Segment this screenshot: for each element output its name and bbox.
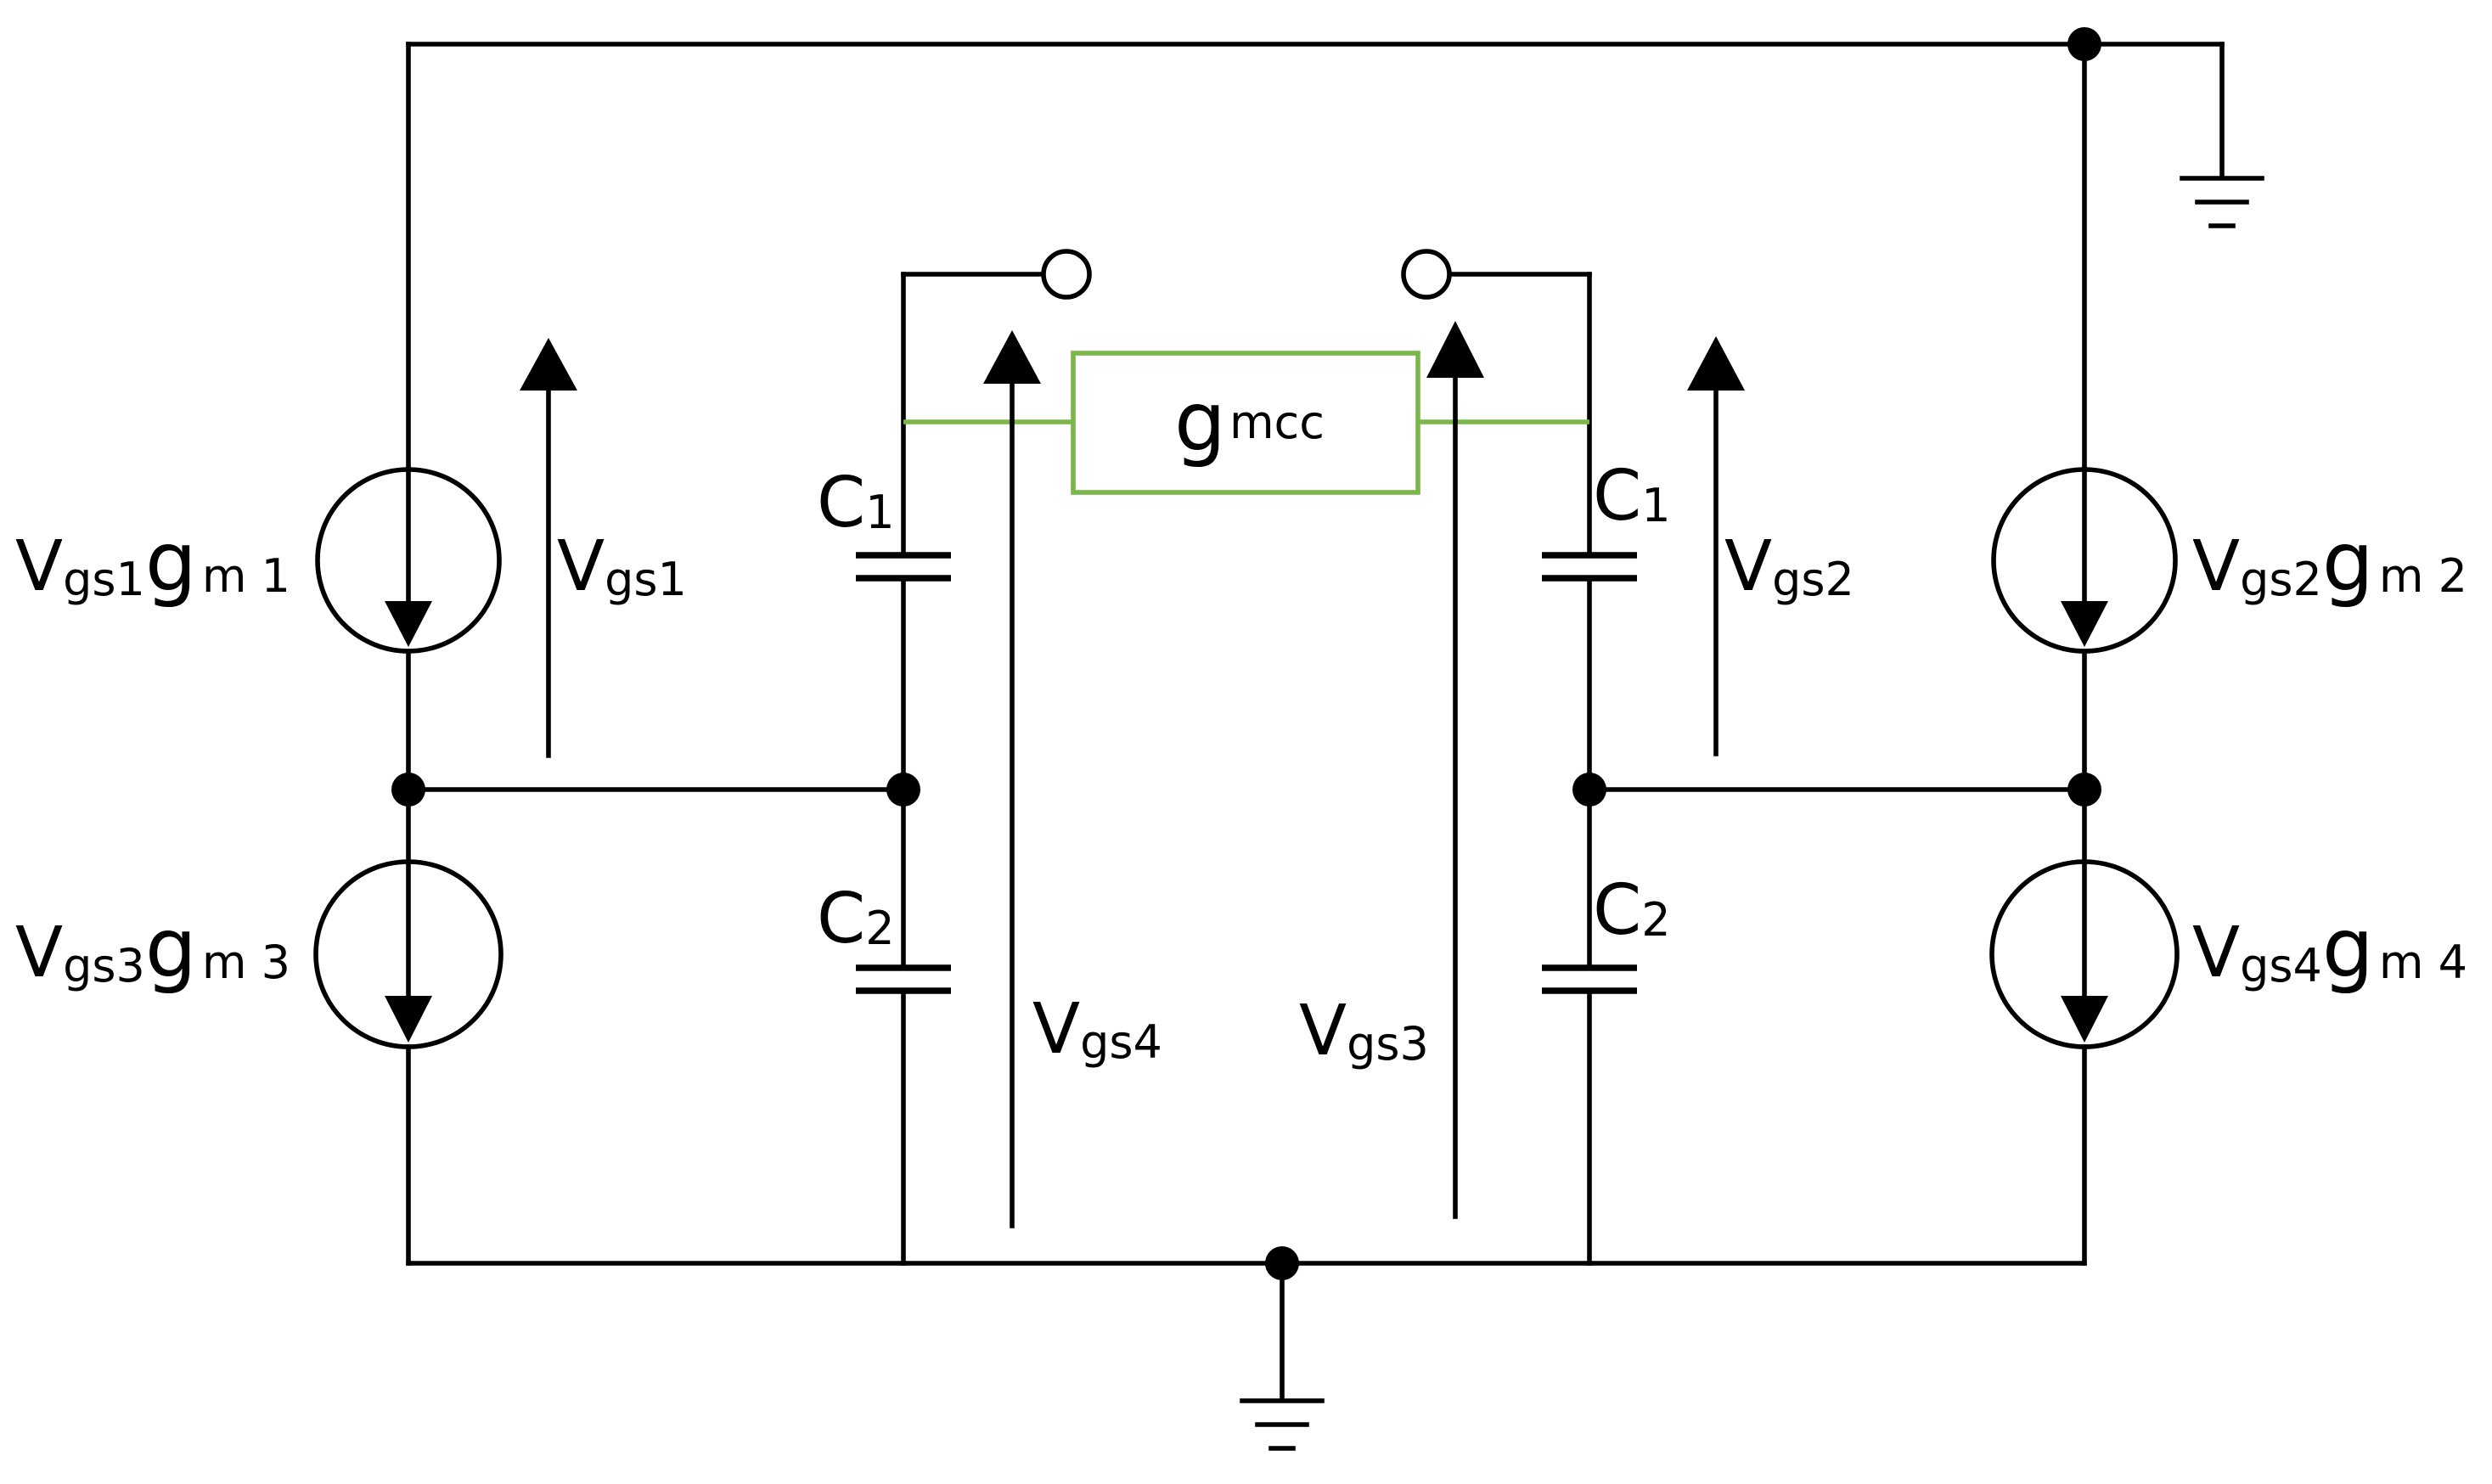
label-vgs1: Vgs1: [557, 526, 687, 607]
current-source-2: [1991, 466, 2178, 654]
label-c1-right: C1: [1593, 456, 1671, 537]
wiring: [406, 42, 2225, 1402]
current-source-4: [1989, 859, 2180, 1049]
junction-node: [2067, 773, 2101, 807]
open-terminal-icon: [1041, 249, 1092, 300]
junction-node: [391, 773, 425, 807]
gmcc-element: gmcc: [903, 351, 1589, 495]
junction-nodes: [391, 27, 2101, 1280]
junction-node: [2067, 27, 2101, 61]
arrow-down-icon: [385, 996, 432, 1043]
voltage-arrow-vgs4: [983, 330, 1041, 1228]
label-c2-right: C2: [1593, 870, 1671, 951]
open-terminal-icon: [1401, 249, 1452, 300]
gmcc-box: [1071, 351, 1420, 495]
arrow-up-icon: [1687, 336, 1745, 391]
arrow-down-icon: [2061, 996, 2108, 1043]
gmcc-label: gmcc: [1174, 374, 1325, 469]
current-source-1: [315, 466, 502, 654]
label-c1-left: C1: [817, 463, 895, 543]
junction-node: [886, 773, 920, 807]
voltage-arrow-vgs2: [1687, 336, 1745, 756]
capacitor-c2-right: [1542, 964, 1637, 994]
arrow-up-icon: [520, 338, 577, 391]
capacitor-c1-right: [1542, 552, 1637, 582]
ground-icon: [2180, 176, 2264, 228]
junction-node: [1572, 773, 1606, 807]
label-vgs2: Vgs2: [1724, 526, 1854, 607]
arrow-down-icon: [2061, 601, 2108, 647]
voltage-arrow-vgs1: [520, 338, 577, 758]
ground-icon: [1240, 1398, 1325, 1451]
voltage-arrow-vgs3: [1426, 321, 1484, 1219]
capacitor-c1-left: [856, 552, 951, 582]
current-source-3: [313, 859, 503, 1049]
capacitor-c2-left: [856, 964, 951, 994]
arrow-down-icon: [385, 601, 432, 647]
label-vgs4: Vgs4: [1032, 989, 1162, 1070]
junction-node: [1265, 1246, 1299, 1280]
arrow-up-icon: [983, 330, 1041, 384]
arrow-up-icon: [1426, 321, 1484, 378]
label-vgs3: Vgs3: [1299, 991, 1429, 1071]
label-c2-left: C2: [817, 879, 895, 959]
